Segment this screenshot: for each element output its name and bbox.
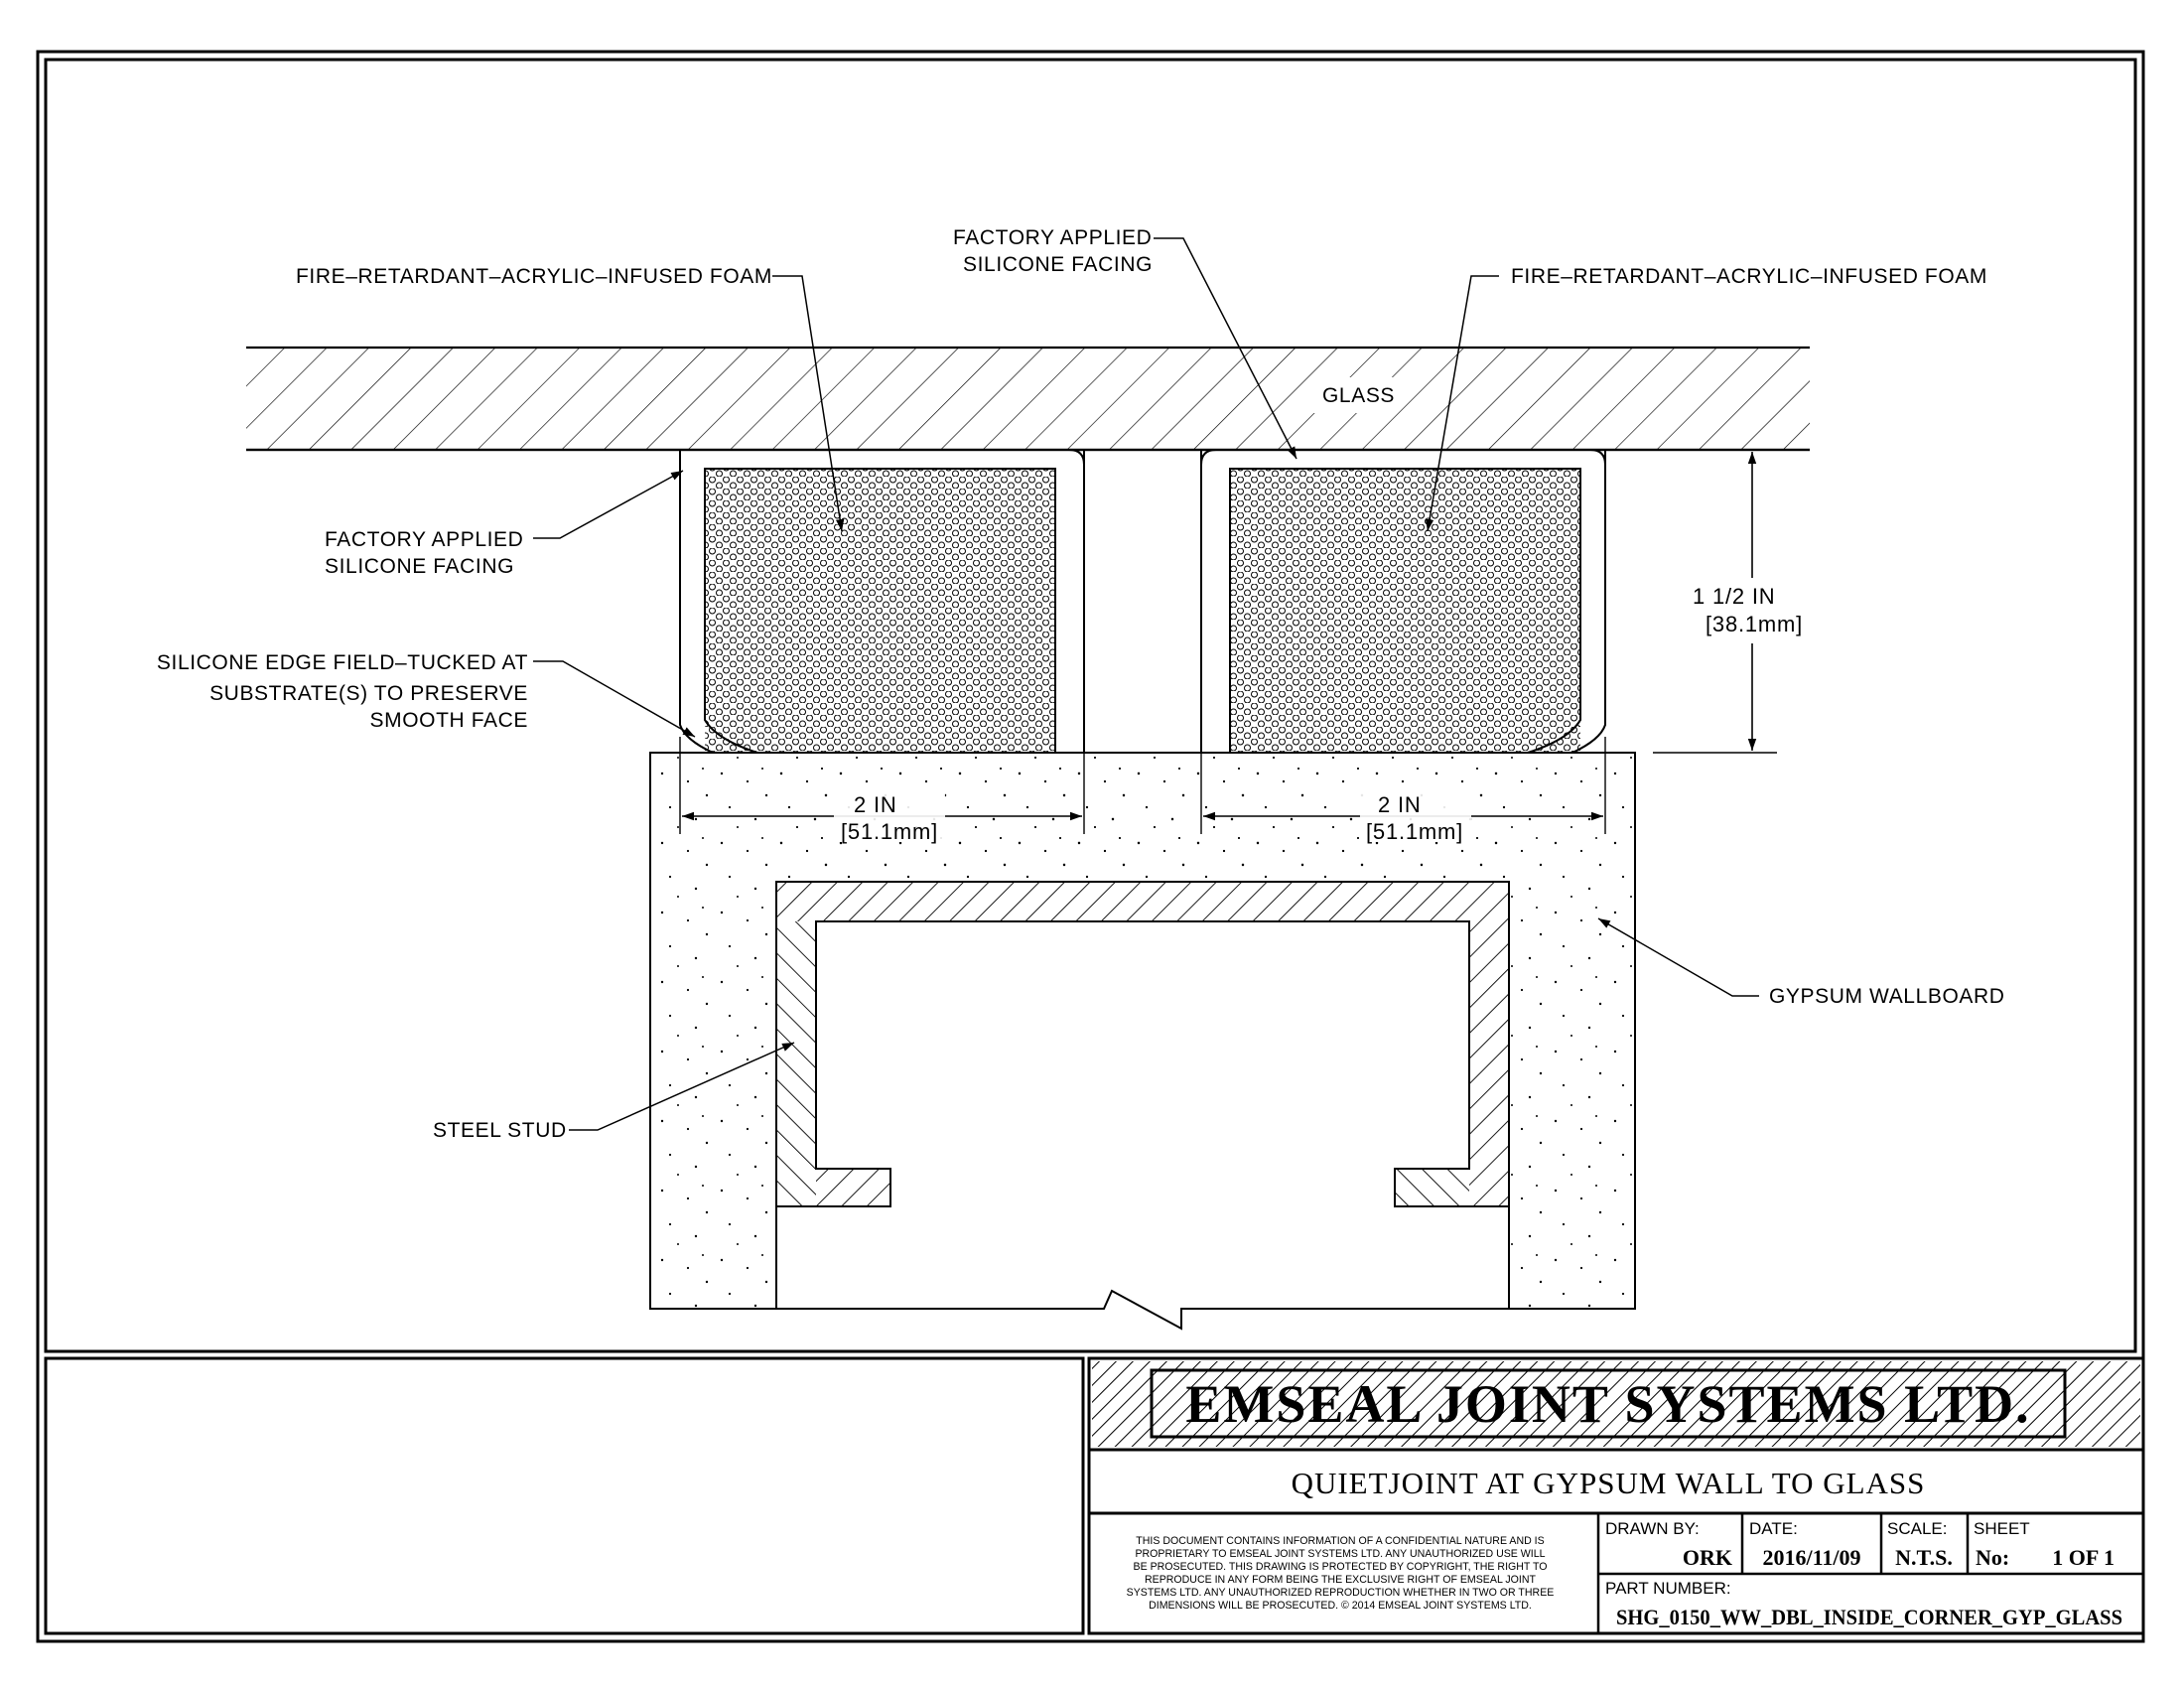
depth-inch-label: 1 1/2 IN <box>1693 584 1775 609</box>
drawn-by-value: ORK <box>1683 1545 1732 1570</box>
width-left-mm-label: [51.1mm] <box>841 819 938 844</box>
date-value: 2016/11/09 <box>1762 1545 1860 1570</box>
width-left-inch-label: 2 IN <box>854 792 897 817</box>
svg-text:FIRE–RETARDANT–ACRYLIC–INFUSED: FIRE–RETARDANT–ACRYLIC–INFUSED FOAM <box>296 265 772 288</box>
company-name: EMSEAL JOINT SYSTEMS LTD. <box>1185 1374 2030 1434</box>
dimension-width-left: 2 IN [51.1mm] <box>679 737 1085 844</box>
part-number-value: SHG_0150_WW_DBL_INSIDE_CORNER_GYP_GLASS <box>1616 1605 2122 1629</box>
callout-facing-left: FACTORY APPLIED SILICONE FACING <box>325 470 684 578</box>
steel-stud <box>775 881 1510 1207</box>
inner-border <box>44 58 2137 1353</box>
callout-foam-left: FIRE–RETARDANT–ACRYLIC–INFUSED FOAM <box>296 265 845 532</box>
svg-text:DATE:: DATE: <box>1749 1519 1798 1538</box>
callout-foam-right: FIRE–RETARDANT–ACRYLIC–INFUSED FOAM <box>1425 265 1987 532</box>
svg-text:SILICONE EDGE FIELD–TUCKED AT: SILICONE EDGE FIELD–TUCKED AT <box>157 651 528 674</box>
svg-text:GYPSUM WALLBOARD: GYPSUM WALLBOARD <box>1769 985 2005 1008</box>
svg-text:FIRE–RETARDANT–ACRYLIC–INFUSED: FIRE–RETARDANT–ACRYLIC–INFUSED FOAM <box>1511 265 1987 288</box>
width-right-mm-label: [51.1mm] <box>1366 819 1463 844</box>
svg-text:FACTORY APPLIED: FACTORY APPLIED <box>953 226 1152 249</box>
callout-facing-top: FACTORY APPLIED SILICONE FACING <box>953 226 1297 460</box>
width-right-inch-label: 2 IN <box>1378 792 1422 817</box>
svg-text:BE PROSECUTED. THIS DRAWING IS: BE PROSECUTED. THIS DRAWING IS PROTECTED… <box>1134 1561 1548 1573</box>
svg-text:SCALE:: SCALE: <box>1887 1519 1947 1538</box>
dimension-depth: 1 1/2 IN [38.1mm] <box>1653 449 1822 754</box>
svg-text:SYSTEMS LTD. ANY UNAUTHORIZED: SYSTEMS LTD. ANY UNAUTHORIZED REPRODUCTI… <box>1127 1587 1555 1599</box>
svg-text:PART NUMBER:: PART NUMBER: <box>1605 1579 1731 1598</box>
title-block: EMSEAL JOINT SYSTEMS LTD. QUIETJOINT AT … <box>44 1356 2145 1635</box>
dimension-width-right: 2 IN [51.1mm] <box>1200 737 1606 844</box>
glass-label: GLASS <box>1322 384 1395 407</box>
callout-stud: STEEL STUD <box>433 1042 795 1142</box>
legal-notice: THIS DOCUMENT CONTAINS INFORMATION OF A … <box>1127 1535 1555 1612</box>
glass-panel: GLASS <box>246 346 1810 452</box>
drawing-title: QUIETJOINT AT GYPSUM WALL TO GLASS <box>1292 1466 1926 1500</box>
svg-text:No:: No: <box>1976 1545 2009 1570</box>
svg-text:SMOOTH FACE: SMOOTH FACE <box>370 709 528 732</box>
depth-mm-label: [38.1mm] <box>1706 612 1803 636</box>
callout-gypsum: GYPSUM WALLBOARD <box>1597 917 2005 1008</box>
scale-value: N.T.S. <box>1895 1545 1953 1570</box>
outer-border <box>36 50 2145 1643</box>
svg-text:THIS DOCUMENT CONTAINS INFORMA: THIS DOCUMENT CONTAINS INFORMATION OF A … <box>1136 1535 1544 1547</box>
svg-text:DRAWN BY:: DRAWN BY: <box>1605 1519 1700 1538</box>
svg-text:DIMENSIONS WILL BE PROSECUTED.: DIMENSIONS WILL BE PROSECUTED. © 2014 EM… <box>1149 1600 1532 1612</box>
svg-text:FACTORY APPLIED: FACTORY APPLIED <box>325 528 523 551</box>
svg-text:REPRODUCE IN ANY FORM BEING TH: REPRODUCE IN ANY FORM BEING THE EXCLUSIV… <box>1145 1574 1537 1586</box>
callout-edge-field: SILICONE EDGE FIELD–TUCKED AT SUBSTRATE(… <box>157 651 696 738</box>
svg-text:STEEL STUD: STEEL STUD <box>433 1119 567 1142</box>
svg-text:PROPRIETARY TO EMSEAL JOINT SY: PROPRIETARY TO EMSEAL JOINT SYSTEMS LTD.… <box>1135 1548 1545 1560</box>
svg-text:SUBSTRATE(S) TO PRESERVE: SUBSTRATE(S) TO PRESERVE <box>209 682 528 705</box>
seal-right <box>1200 449 1606 754</box>
seal-left <box>679 449 1085 754</box>
svg-text:SILICONE FACING: SILICONE FACING <box>325 555 514 578</box>
svg-text:SHEET: SHEET <box>1974 1519 2030 1538</box>
svg-text:SILICONE FACING: SILICONE FACING <box>963 253 1153 276</box>
sheet-value: 1 OF 1 <box>2052 1545 2115 1570</box>
